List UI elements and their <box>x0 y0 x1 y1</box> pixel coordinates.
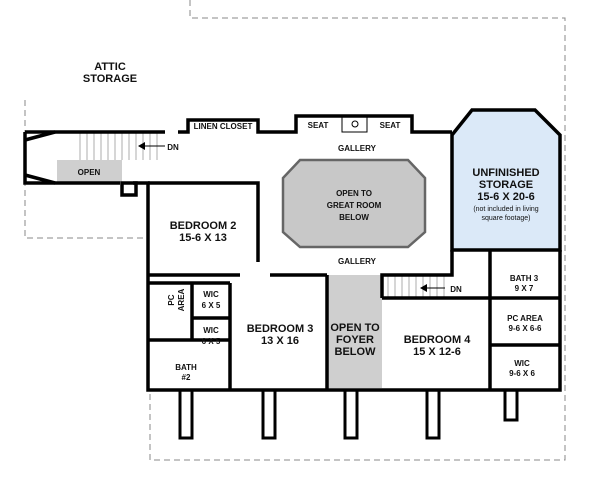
wic2-label: WIC <box>203 326 219 335</box>
pc-area-right-label: PC AREA <box>507 314 543 323</box>
foyer-label-1: OPEN TO <box>330 322 380 334</box>
bedroom2-label: BEDROOM 2 <box>170 220 237 232</box>
great-room-label-2: GREAT ROOM <box>327 201 382 210</box>
storage-size: 15-6 X 20-6 <box>477 191 534 203</box>
storage-note-2: square footage) <box>481 215 530 222</box>
bedroom3-label: BEDROOM 3 <box>247 323 314 335</box>
pc-area-right-size: 9-6 X 6-6 <box>509 324 542 333</box>
bath2-label-1: BATH <box>175 363 197 372</box>
gallery-top-label: GALLERY <box>338 144 377 153</box>
bedroom4-size: 15 X 12-6 <box>413 346 461 358</box>
stairs-right <box>387 276 445 298</box>
porch-columns <box>178 388 519 440</box>
pc-area-left-label-2: AREA <box>177 288 186 311</box>
seat-left-label: SEAT <box>308 121 329 130</box>
foyer-label-2: FOYER <box>336 334 374 346</box>
wic1-size: 6 X 5 <box>202 301 221 310</box>
storage-label-2: STORAGE <box>479 179 533 191</box>
open-stair-area <box>57 160 122 182</box>
unfinished-storage-area <box>452 110 560 250</box>
bath3-size: 9 X 7 <box>515 284 534 293</box>
bedroom2-size: 15-6 X 13 <box>179 232 227 244</box>
attic-label: ATTIC <box>94 61 126 73</box>
bath2-label-2: #2 <box>182 373 191 382</box>
open-to-great-room <box>281 158 427 249</box>
great-room-label-3: BELOW <box>339 213 369 222</box>
open-label: OPEN <box>78 168 101 177</box>
wic1-label: WIC <box>203 290 219 299</box>
wic2-size: 6 X 5 <box>202 337 221 346</box>
bath3-label: BATH 3 <box>510 274 539 283</box>
storage-note-1: (not included in living <box>473 206 538 213</box>
great-room-label-1: OPEN TO <box>336 189 372 198</box>
attic-label-2: STORAGE <box>83 73 137 85</box>
seat-right-label: SEAT <box>380 121 401 130</box>
bedroom4-label: BEDROOM 4 <box>404 334 472 346</box>
gallery-bottom-label: GALLERY <box>338 257 377 266</box>
foyer-label-3: BELOW <box>335 346 377 358</box>
open-to-foyer <box>327 275 382 388</box>
bedroom3-size: 13 X 16 <box>261 335 299 347</box>
dn-right-label: DN <box>450 285 462 294</box>
wic3-label: WIC <box>514 359 530 368</box>
wic3-size: 9-6 X 6 <box>509 369 535 378</box>
stairs-left <box>79 133 165 160</box>
walls <box>23 108 562 392</box>
pc-area-left-label-1: PC <box>167 294 176 305</box>
linen-closet-label: LINEN CLOSET <box>194 122 253 131</box>
dn-left-label: DN <box>167 143 179 152</box>
storage-label-1: UNFINISHED <box>472 167 539 179</box>
